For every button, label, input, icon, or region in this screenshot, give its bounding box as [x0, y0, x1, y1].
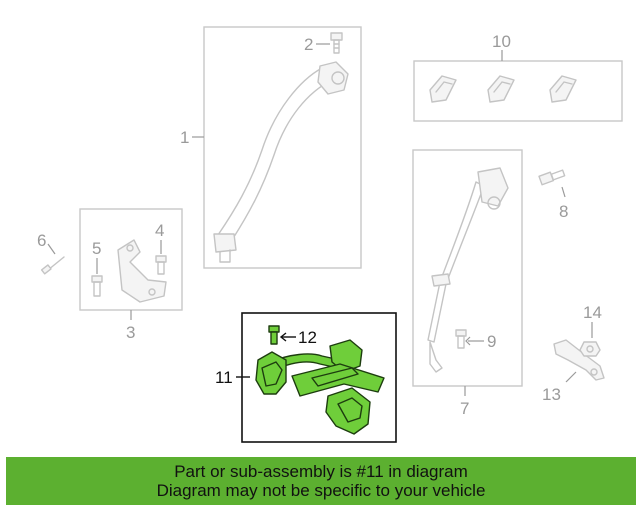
part-13-plate[interactable] — [553, 339, 605, 381]
callout-3[interactable]: 3 — [126, 323, 135, 342]
callout-9[interactable]: 9 — [487, 332, 496, 351]
callout-14[interactable]: 14 — [583, 303, 602, 322]
callout-7[interactable]: 7 — [460, 399, 469, 418]
leader-13 — [565, 371, 577, 383]
callout-13[interactable]: 13 — [542, 385, 561, 404]
leader-8 — [561, 186, 566, 198]
callout-12[interactable]: 12 — [298, 328, 317, 347]
leader-6 — [47, 243, 56, 255]
parts-diagram: 1 2 10 3 4 5 — [37, 26, 623, 443]
callout-4[interactable]: 4 — [155, 221, 164, 240]
callout-11[interactable]: 11 — [215, 368, 233, 387]
banner-line-2: Diagram may not be specific to your vehi… — [156, 481, 486, 500]
part-11-buckle-assembly[interactable] — [241, 312, 397, 443]
part-6-pin[interactable] — [40, 256, 65, 275]
part-8-bolt[interactable] — [538, 169, 566, 186]
leader-9-arrow — [465, 336, 471, 346]
callout-6[interactable]: 6 — [37, 231, 46, 250]
leader-12-arrow — [279, 332, 287, 342]
info-banner: Part or sub-assembly is #11 in diagram D… — [6, 457, 636, 505]
callout-8[interactable]: 8 — [559, 202, 568, 221]
part-14-nut[interactable] — [579, 341, 601, 357]
banner-line-1: Part or sub-assembly is #11 in diagram — [174, 462, 468, 481]
part-5-bolt[interactable] — [91, 275, 103, 297]
callout-2[interactable]: 2 — [304, 35, 313, 54]
part-1-seat-belt[interactable] — [203, 26, 362, 269]
part-7-seat-belt[interactable] — [412, 149, 523, 387]
callout-5[interactable]: 5 — [92, 239, 101, 258]
part-10-clips[interactable] — [413, 60, 623, 122]
part-4-bolt[interactable] — [155, 255, 167, 275]
part-9-bolt[interactable] — [455, 329, 467, 349]
callout-10[interactable]: 10 — [492, 32, 511, 51]
part-2-bolt[interactable] — [330, 32, 343, 54]
callout-1[interactable]: 1 — [180, 128, 189, 147]
